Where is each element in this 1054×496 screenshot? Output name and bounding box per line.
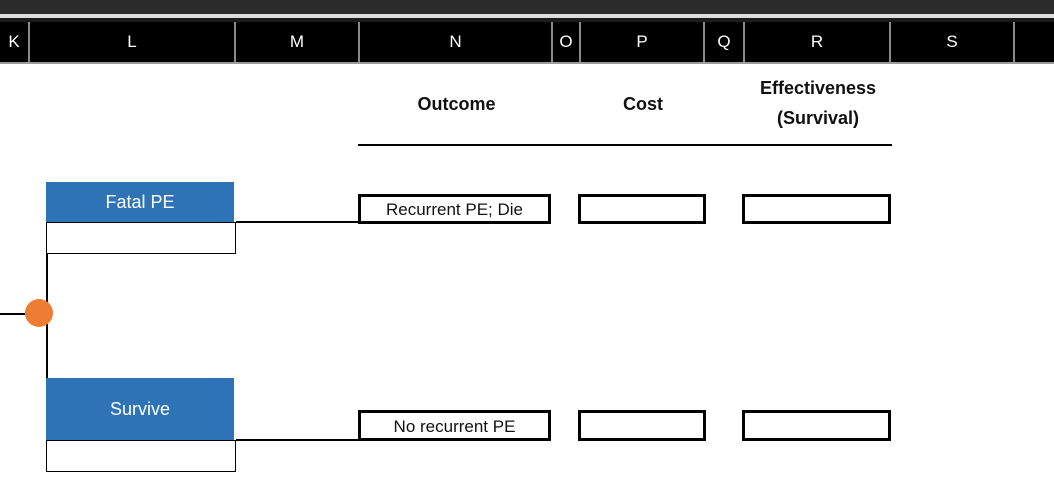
window-title-bar — [0, 0, 1054, 14]
effectiveness-header-line1: Effectiveness — [759, 78, 877, 98]
column-header-divider — [0, 62, 1054, 64]
effectiveness-header-line2: (Survival) — [776, 108, 860, 128]
column-header-s[interactable]: S — [891, 22, 1015, 62]
chance-node[interactable] — [25, 299, 53, 327]
outcome-cell-survive[interactable]: No recurrent PE — [358, 410, 551, 441]
branch-line-survive — [236, 439, 360, 441]
column-header-p[interactable]: P — [581, 22, 705, 62]
column-header-bar: K L M N O P Q R S — [0, 22, 1054, 62]
column-header-o[interactable]: O — [553, 22, 581, 62]
incoming-branch-line — [0, 313, 28, 315]
cost-cell-survive[interactable] — [578, 410, 706, 441]
effectiveness-cell-fatal-pe[interactable] — [742, 194, 891, 224]
column-header-m[interactable]: M — [236, 22, 360, 62]
branch-label-fatal-pe: Fatal PE — [46, 182, 234, 222]
branch-line-fatal — [236, 221, 360, 223]
cost-header: Cost — [623, 94, 663, 114]
cost-cell-fatal-pe[interactable] — [578, 194, 706, 224]
column-header-n[interactable]: N — [360, 22, 553, 62]
branch-label-survive: Survive — [46, 378, 234, 440]
column-header-k[interactable]: K — [0, 22, 30, 62]
toolbar-separator — [0, 14, 1054, 18]
toolbar-edge — [0, 18, 1054, 22]
column-header-q[interactable]: Q — [705, 22, 745, 62]
probability-input-survive[interactable] — [46, 440, 236, 472]
column-header-l[interactable]: L — [30, 22, 236, 62]
column-header-r[interactable]: R — [745, 22, 891, 62]
outcome-header: Outcome — [417, 94, 496, 114]
outcome-cell-fatal-pe[interactable]: Recurrent PE; Die — [358, 194, 551, 224]
probability-input-fatal-pe[interactable] — [46, 222, 236, 254]
effectiveness-cell-survive[interactable] — [742, 410, 891, 441]
header-underline — [358, 144, 892, 146]
